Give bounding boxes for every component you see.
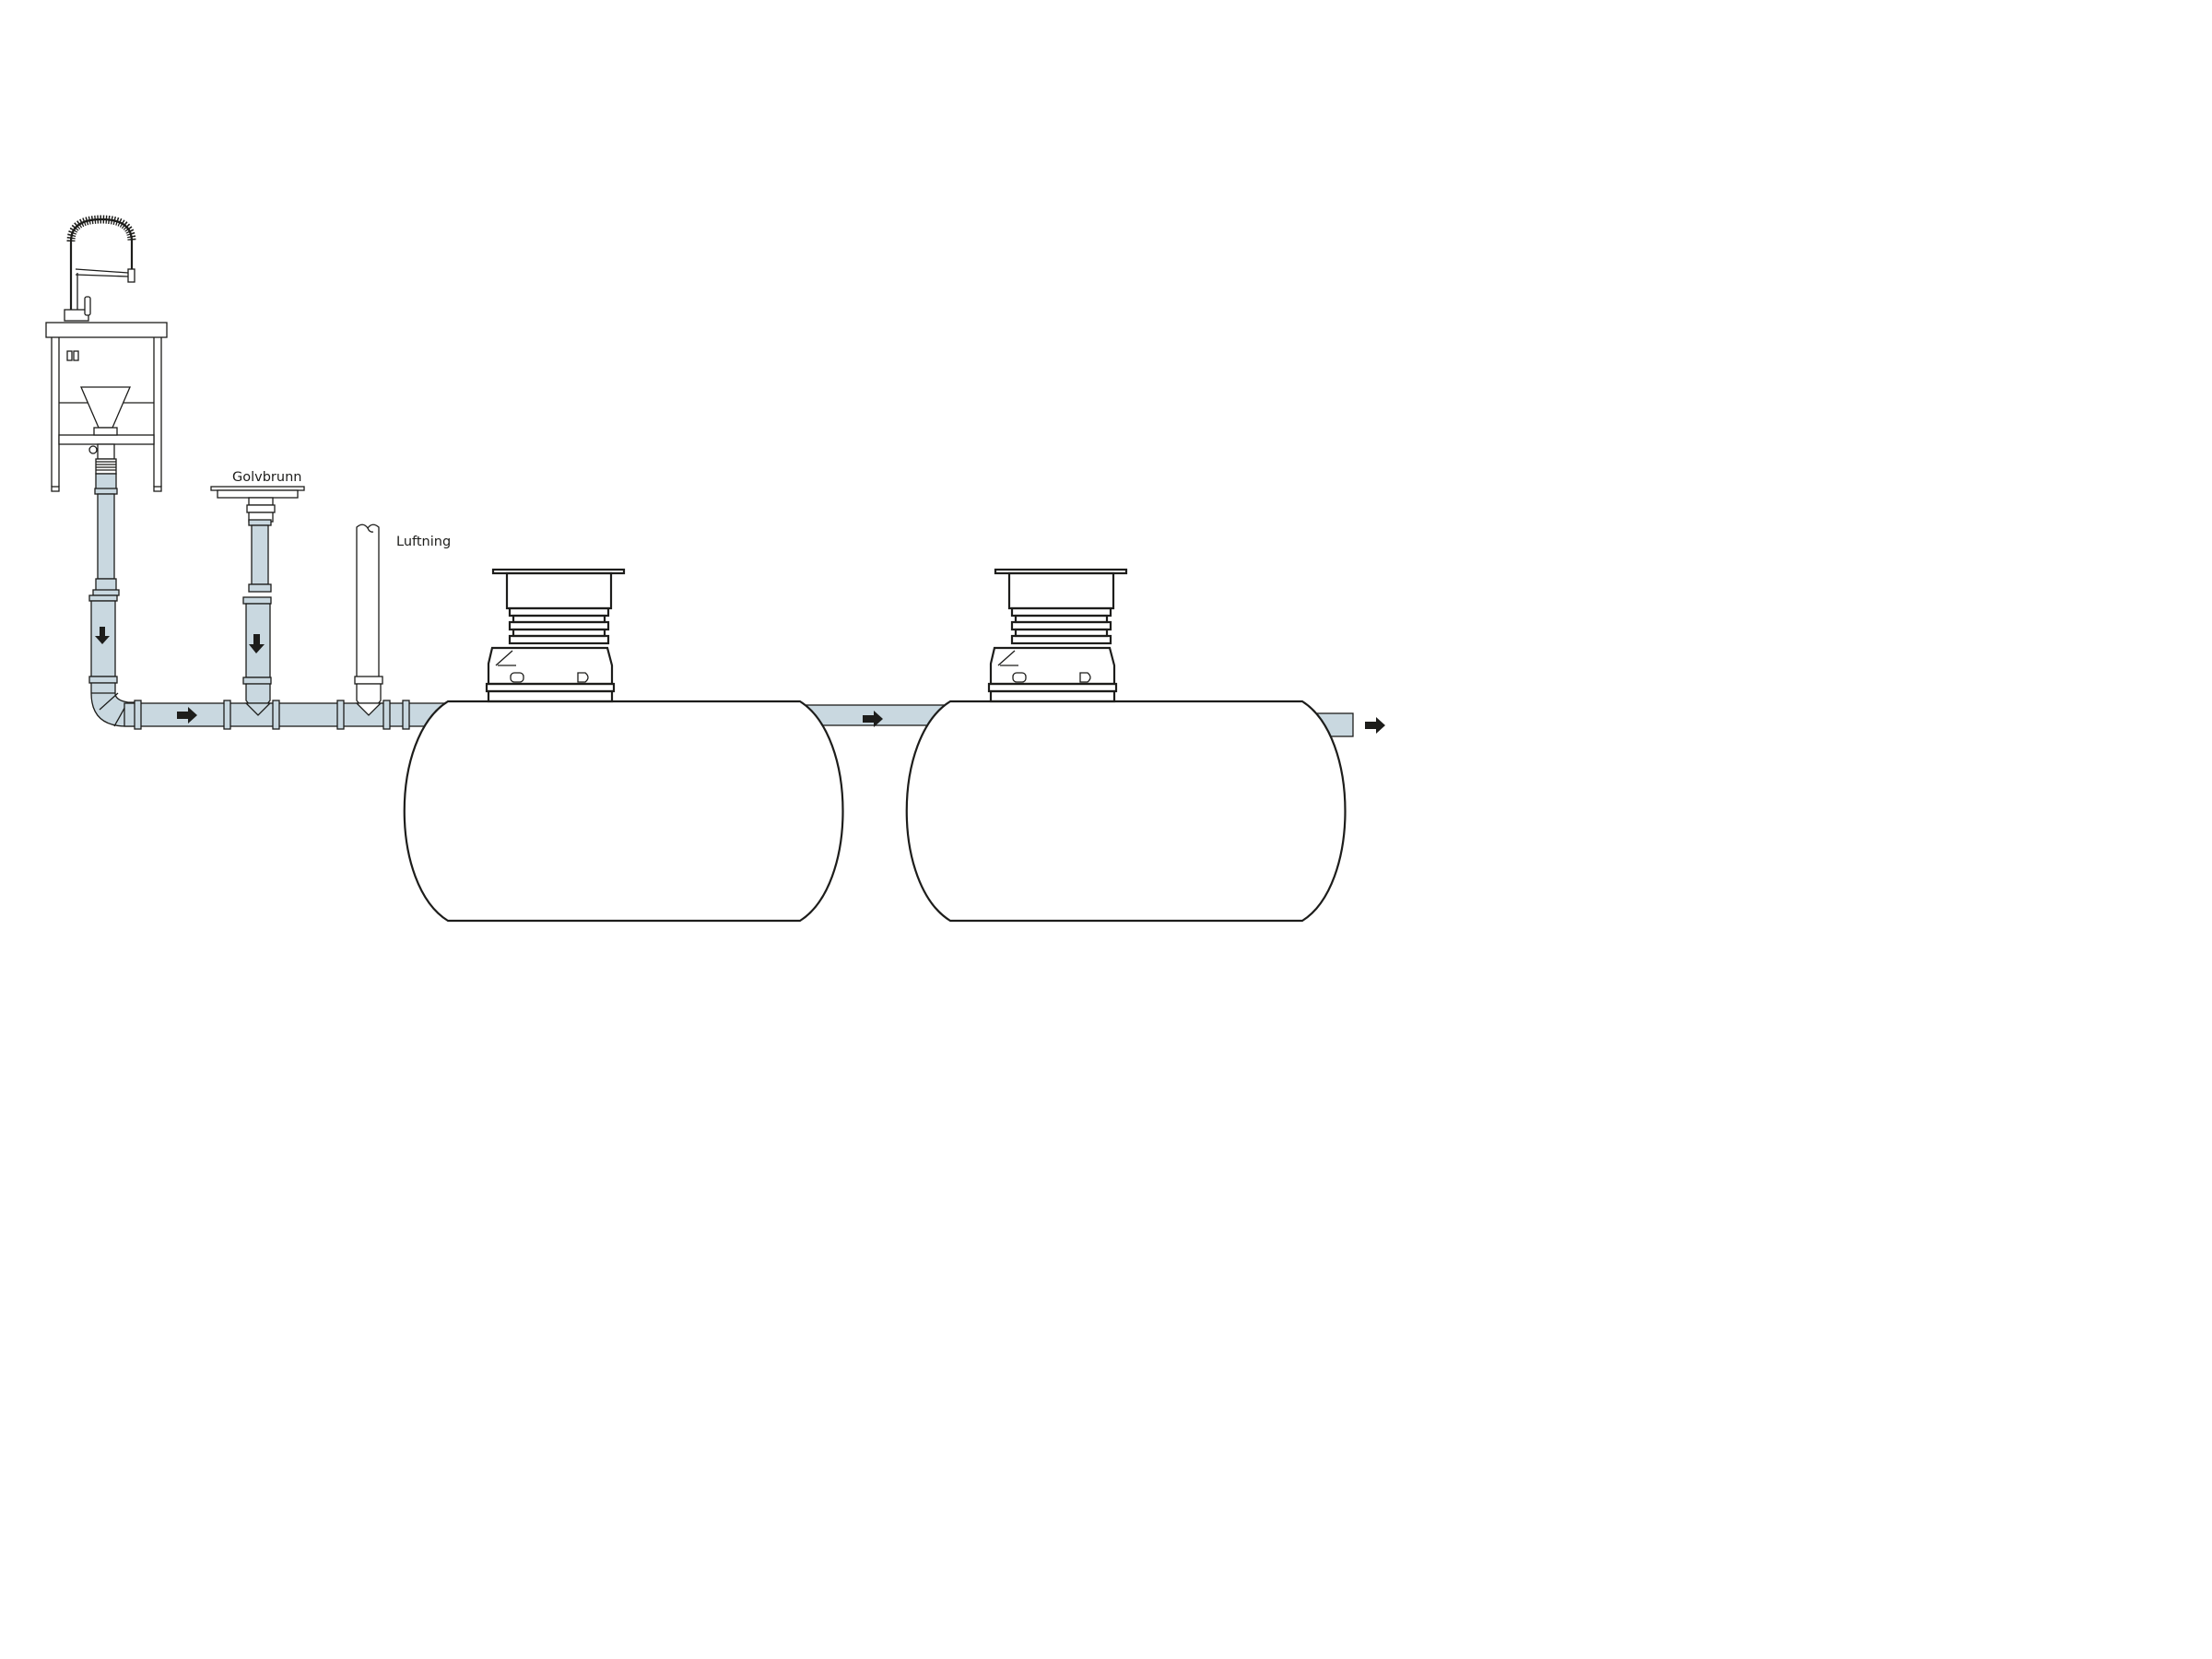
access-shaft-1 [485, 568, 626, 703]
vent-pipe: Luftning [354, 524, 451, 717]
tank-2 [905, 568, 1347, 923]
access-shaft-2 [987, 568, 1128, 703]
faucet-icon [64, 215, 136, 322]
flow-arrow-right-icon [863, 711, 883, 727]
flow-arrow-right-icon [177, 707, 197, 724]
tank-1 [403, 568, 844, 923]
corrugated-hose [95, 458, 117, 475]
flow-arrow-right-icon [1365, 717, 1385, 734]
main-inlet-pipe [124, 700, 448, 730]
sink-drain-pipe [88, 473, 137, 727]
floor-drain: Golvbrunn [210, 470, 305, 717]
sink-countertop [45, 322, 168, 338]
vent-label: Luftning [396, 535, 451, 549]
floor-drain-label: Golvbrunn [232, 470, 301, 485]
funnel-icon [80, 386, 131, 429]
drainage-diagram: Golvbrunn Luftning [45, 215, 1385, 923]
sink-shelf [58, 434, 155, 445]
control-buttons-icon [66, 350, 79, 361]
flow-arrow-down-icon [249, 634, 265, 653]
flow-arrow-down-icon [95, 627, 110, 644]
sink-unit [45, 215, 168, 492]
